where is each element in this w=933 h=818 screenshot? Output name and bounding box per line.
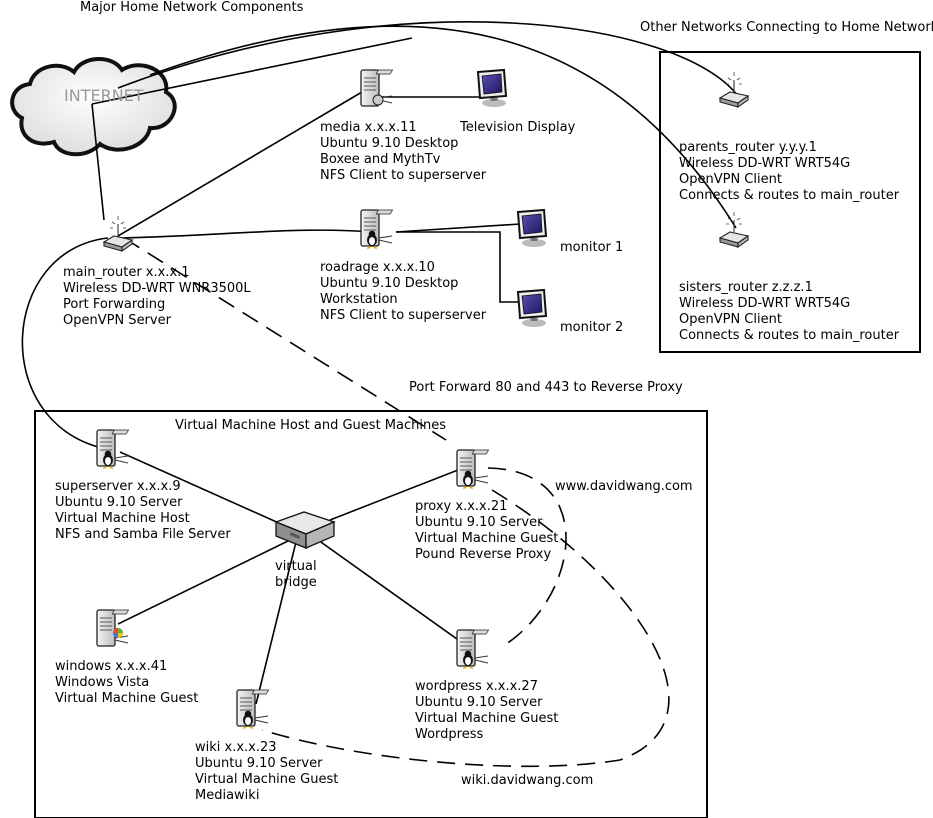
link-bridge-proxy xyxy=(329,469,459,521)
link-internet-wide xyxy=(91,37,413,105)
link-superserver-bridge xyxy=(119,451,291,529)
link-main-router-roadrage xyxy=(119,229,371,239)
internet-label: INTERNET xyxy=(64,86,144,105)
link-port-forward xyxy=(123,237,447,441)
link-bridge-wiki xyxy=(255,541,297,705)
link-main-router-superserver xyxy=(21,237,109,449)
windows-server-icon xyxy=(96,609,130,647)
monitor-2-icon xyxy=(517,289,547,328)
title-port-forward: Port Forward 80 and 443 to Reverse Proxy xyxy=(409,380,683,395)
title-other-networks: Other Networks Connecting to Home Networ… xyxy=(640,20,933,35)
monitor-2-label: monitor 2 xyxy=(560,320,624,335)
roadrage-server-icon xyxy=(360,209,394,249)
monitor-1-label: monitor 1 xyxy=(560,240,624,255)
solid-links xyxy=(21,21,739,705)
wordpress-server-icon xyxy=(456,629,490,669)
link-roadrage-monitor1 xyxy=(395,223,521,233)
link-bridge-windows xyxy=(117,539,291,625)
virtual-bridge-icon xyxy=(274,511,336,549)
wiki-server-icon xyxy=(236,689,270,729)
title-major-components: Major Home Network Components xyxy=(80,0,304,15)
title-vm-host: Virtual Machine Host and Guest Machines xyxy=(175,418,446,433)
link-proxy-wordpress xyxy=(487,467,567,649)
internet-cloud xyxy=(10,56,177,157)
link-internet-parents-router xyxy=(117,21,739,97)
media-server-icon xyxy=(360,69,394,107)
sisters-router-icon xyxy=(719,211,749,248)
wiki-domain-label: wiki.davidwang.com xyxy=(461,773,594,788)
tv-label: Television Display xyxy=(460,120,576,135)
link-internet-sisters-router xyxy=(149,25,737,229)
parents-router-icon xyxy=(719,71,749,108)
main-router-icon xyxy=(103,215,133,252)
television-icon xyxy=(477,69,507,108)
proxy-server-icon xyxy=(456,449,490,489)
dashed-links xyxy=(123,237,670,768)
link-internet-main-router xyxy=(91,103,105,221)
link-main-router-media xyxy=(117,91,363,237)
link-bridge-wordpress xyxy=(317,539,465,645)
other-networks-box xyxy=(659,51,921,353)
monitor-1-icon xyxy=(517,209,547,248)
link-proxy-wiki xyxy=(261,489,670,768)
superserver-icon xyxy=(96,429,130,469)
link-roadrage-monitor2 xyxy=(396,231,520,303)
davidwang-domain-label: www.davidwang.com xyxy=(555,479,693,494)
